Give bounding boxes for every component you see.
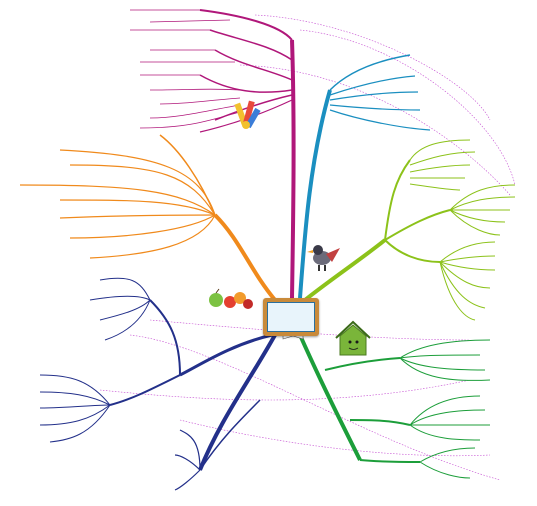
bird-mascot-icon bbox=[307, 245, 340, 271]
pencils-icon bbox=[234, 100, 261, 129]
branch-teal bbox=[298, 54, 431, 299]
fruits-icon bbox=[209, 288, 253, 309]
branch-magenta bbox=[130, 9, 296, 299]
dotted-connectors bbox=[99, 14, 516, 481]
central-topic-board[interactable] bbox=[263, 298, 319, 336]
branch-green bbox=[298, 334, 491, 479]
branch-orange bbox=[19, 134, 277, 302]
branch-lime bbox=[303, 139, 516, 321]
branch-navy bbox=[39, 277, 277, 491]
central-topic-panel bbox=[267, 302, 315, 332]
house-icon bbox=[335, 320, 371, 356]
